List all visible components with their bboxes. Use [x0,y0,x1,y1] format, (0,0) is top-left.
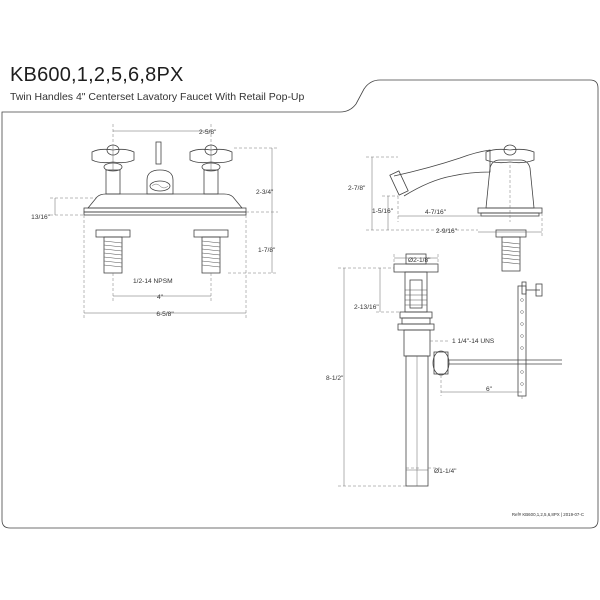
dim-side-height: 2-7/8" [348,185,366,192]
dim-handle-spacing: 2-5/8" [199,129,217,136]
side-cross-handle [485,144,535,164]
front-view: 2-5/8" 2-3/4" 13/16" 1-7/8" 1/2-14 NPSM … [31,124,278,318]
dim-rod-length: 6" [486,386,493,393]
side-view: 2-7/8" 1-5/16" 4-7/16" 2-9/16" [348,144,543,272]
dim-shank-thread: 1/2-14 NPSM [133,278,173,285]
dim-shank-length: 1-7/8" [258,247,276,254]
dim-center-spacing: 4" [157,294,164,301]
dim-flange-diameter: Ø2-1/8" [408,257,431,264]
left-cross-handle [91,144,135,172]
dim-faucet-height: 2-3/4" [256,189,274,196]
dim-base-height: 13/16" [31,214,51,221]
product-description: Twin Handles 4" Centerset Lavatory Fauce… [10,91,305,103]
dim-drain-length: 8-1/2" [326,375,344,382]
dim-drain-thread: 1 1/4"-14 UNS [452,338,495,345]
dim-tailpiece-diameter: Ø1-1/4" [434,468,457,475]
dim-spout-reach: 4-7/16" [425,209,447,216]
popup-drain-view: Ø2-1/8" 2-13/16" 1 1/4"-14 UNS 8-1/2" 6"… [326,253,562,487]
dim-overall-width: 6-5/8" [156,311,174,318]
drawing-frame [1,79,599,529]
dim-side-depth: 2-9/16" [436,228,458,235]
reference-code: Ref# KB600,1,2,5,6,8PX | 2019-07-C [512,512,584,517]
model-title: KB600,1,2,5,6,8PX [10,64,184,86]
dim-spout-clearance: 1-5/16" [372,208,394,215]
right-cross-handle [189,144,233,172]
dim-drain-body: 2-13/16" [354,304,379,311]
